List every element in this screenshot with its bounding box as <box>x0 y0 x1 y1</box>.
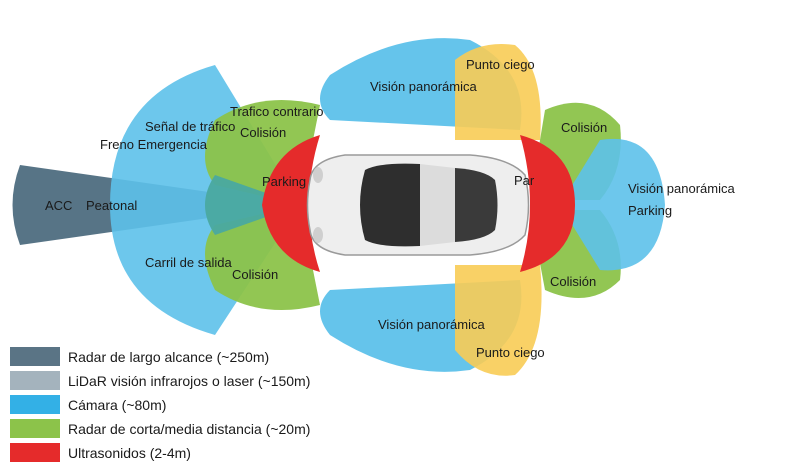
blind-spot-bottom-zone <box>455 265 542 376</box>
acc-label: ACC <box>45 198 73 213</box>
carril-salida-label: Carril de salida <box>145 255 232 270</box>
colision-front-top-label: Colisión <box>240 125 287 140</box>
legend-label: Cámara (~80m) <box>68 397 167 413</box>
legend-swatch <box>10 443 60 462</box>
colision-rear-bottom-label: Colisión <box>550 274 597 289</box>
punto-ciego-top-label: Punto ciego <box>466 57 535 72</box>
legend-swatch <box>10 395 60 414</box>
vision-rear-label: Visión panorámica <box>628 181 735 196</box>
ultrasonic-rear-zone <box>520 135 575 272</box>
legend-label: Radar de corta/media distancia (~20m) <box>68 421 311 437</box>
parking-rear-label: Parking <box>628 203 673 218</box>
vision-top-label: Visión panorámica <box>370 79 477 94</box>
legend-swatch <box>10 419 60 438</box>
peatonal-label: Peatonal <box>86 198 138 213</box>
blind-spot-top-zone <box>455 44 541 140</box>
punto-ciego-bottom-label: Punto ciego <box>476 345 545 360</box>
legend-label: Ultrasonidos (2-4m) <box>68 445 191 461</box>
ultrasonic-front-zone <box>262 135 320 272</box>
colision-rear-top-label: Colisión <box>561 120 608 135</box>
parking-rear-partial-label: Par <box>514 173 535 188</box>
legend-swatch <box>10 371 60 390</box>
legend-swatch <box>10 347 60 366</box>
front-short-radar-center-zone <box>205 175 300 235</box>
parking-front-label: Parking <box>262 174 307 189</box>
legend-label: Radar de largo alcance (~250m) <box>68 349 270 365</box>
car-top-view <box>306 154 530 256</box>
vision-bottom-label: Visión panorámica <box>378 317 485 332</box>
colision-front-bottom-label: Colisión <box>232 267 279 282</box>
freno-emergencia-label: Freno Emergencia <box>100 137 207 152</box>
senal-trafico-label: Señal de tráfico <box>145 119 236 134</box>
rear-camera-panoramic-zone <box>560 138 665 271</box>
legend-label: LiDaR visión infrarojos o laser (~150m) <box>68 373 311 389</box>
trafico-contrario-label: Trafico contrario <box>230 104 324 119</box>
